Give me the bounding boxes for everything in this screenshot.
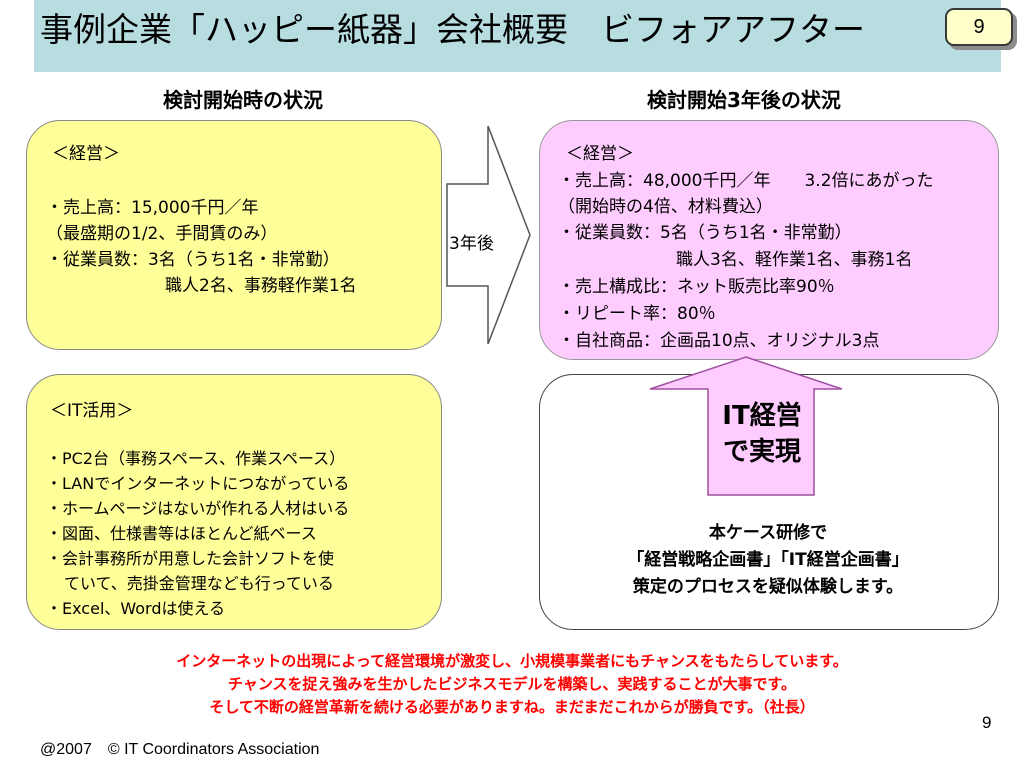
copyright: @2007 © IT Coordinators Association	[40, 741, 320, 758]
it-item: ・ホームページはないが作れる人材はいる	[46, 499, 350, 518]
before-sales: ・売上高：15,000千円／年	[46, 198, 259, 218]
before-it-title: ＜IT活用＞	[50, 401, 134, 421]
before-management-box	[26, 120, 442, 350]
case-study-line: 本ケース研修で	[708, 523, 828, 543]
after-sales-note: （開始時の4倍、材料費込）	[558, 197, 773, 217]
case-study-line: 策定のプロセスを疑似体験します。	[632, 577, 904, 597]
page-number: 9	[982, 713, 992, 732]
before-it-box	[26, 374, 442, 630]
after-heading: 検討開始3年後の状況	[647, 88, 841, 112]
it-item: ・PC2台（事務スペース、作業スペース）	[46, 449, 346, 468]
after-employees: ・従業員数：5名（うち1名・非常勤）	[558, 223, 852, 243]
before-employees: ・従業員数：3名（うち1名・非常勤）	[46, 250, 340, 270]
after-products: ・自社商品：企画品10点、オリジナル3点	[558, 331, 880, 351]
message-line: インターネットの出現によって経営環境が激変し、小規模事業者にもチャンスをもたらし…	[176, 652, 848, 670]
title-bar	[34, 0, 1001, 72]
before-management-title: ＜経営＞	[52, 144, 120, 164]
after-management-title: ＜経営＞	[566, 144, 634, 164]
after-management-box	[539, 120, 999, 360]
after-sales: ・売上高：48,000千円／年 3.2倍にあがった	[558, 171, 934, 191]
message-line: そして不断の経営革新を続ける必要がありますね。まだまだこれからが勝負です。（社長…	[209, 698, 815, 716]
it-item: ・会計事務所が用意した会計ソフトを使	[46, 549, 335, 568]
up-arrow-icon	[649, 356, 843, 496]
after-sales-mix: ・売上構成比：ネット販売比率90％	[558, 277, 835, 297]
message-line: チャンスを捉え強みを生かしたビジネスモデルを構築し、実践することが大事です。	[227, 675, 797, 693]
before-heading: 検討開始時の状況	[163, 88, 323, 112]
it-callout: IT経営 で実現	[710, 398, 814, 470]
it-item: ・Excel、Wordは使える	[46, 599, 226, 618]
after-employees-detail: 職人3名、軽作業1名、事務1名	[676, 250, 913, 270]
it-callout-line: で実現	[722, 437, 801, 467]
it-item: ・図面、仕様書等はほとんど紙ベース	[46, 524, 317, 543]
after-repeat-rate: ・リピート率：80％	[558, 304, 716, 324]
transition-label: 3年後	[449, 234, 494, 254]
case-study-line: 「経営戦略企画書」「IT経営企画書」	[627, 550, 909, 570]
right-arrow-icon	[446, 125, 531, 345]
slide-number-badge: 9	[945, 8, 1013, 46]
it-item: ていて、売掛金管理なども行っている	[64, 574, 334, 593]
it-item: ・LANでインターネットにつながっている	[46, 474, 350, 493]
slide-title: 事例企業「ハッピー紙器」会社概要 ビフォアアフター	[40, 10, 865, 49]
before-employees-detail: 職人2名、事務軽作業1名	[165, 276, 357, 296]
before-sales-note: （最盛期の1/2、手間賃のみ）	[46, 224, 278, 244]
it-callout-line: IT経営	[722, 401, 802, 431]
